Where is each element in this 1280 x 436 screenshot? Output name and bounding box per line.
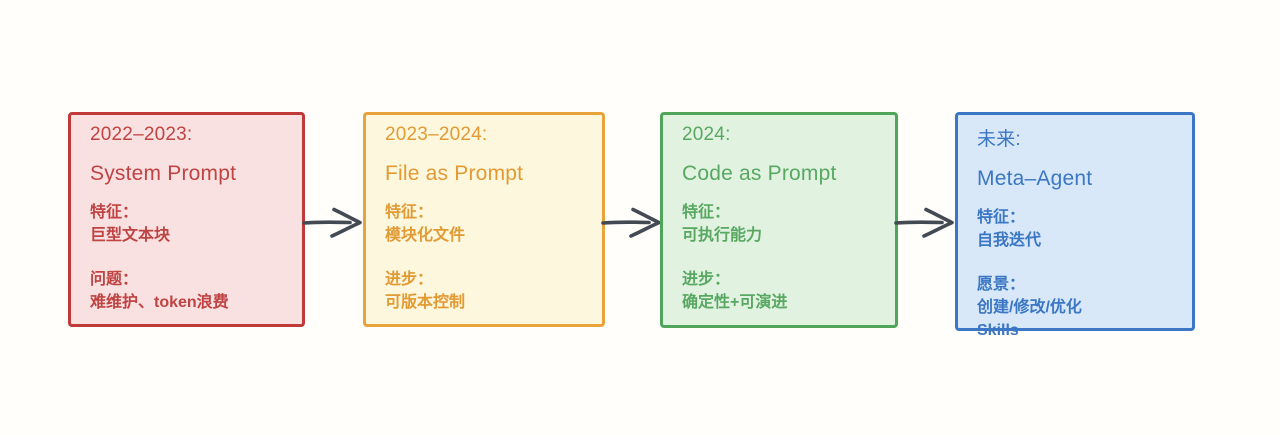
- section-label: 进步：: [385, 271, 434, 288]
- section-value: 创建/修改/优化 Skills: [977, 299, 1082, 339]
- stage-section-features: 特征： 可执行能力: [682, 201, 876, 247]
- section-label: 特征：: [385, 204, 434, 221]
- section-value: 可执行能力: [682, 227, 763, 244]
- stage-card-meta-agent: 未来: Meta–Agent 特征： 自我迭代 愿景： 创建/修改/优化 Ski…: [955, 112, 1195, 339]
- stage-title: File as Prompt: [385, 162, 524, 185]
- flow-arrow-1: [302, 207, 362, 238]
- stage-section-progress: 进步： 确定性+可演进: [682, 268, 876, 314]
- arrow-shaft: [302, 220, 352, 225]
- stage-title: Code as Prompt: [682, 162, 837, 185]
- stage-section-problems: 问题： 难维护、token浪费: [90, 268, 283, 314]
- stage-section-progress: 进步： 可版本控制: [385, 268, 583, 314]
- arrow-head: [330, 207, 362, 238]
- section-label: 特征：: [977, 209, 1026, 226]
- stage-title: Meta–Agent: [977, 167, 1093, 190]
- stage-title: System Prompt: [90, 162, 237, 185]
- stage-era: 2024:: [682, 124, 731, 145]
- stage-card-system-prompt: 2022–2023: System Prompt 特征： 巨型文本块 问题： 难…: [68, 112, 305, 327]
- arrow-head: [629, 207, 661, 238]
- flow-arrow-2: [601, 207, 661, 238]
- arrow-shaft: [601, 220, 651, 225]
- stage-section-vision: 愿景： 创建/修改/优化 Skills: [977, 273, 1173, 342]
- section-value: 确定性+可演进: [682, 294, 788, 311]
- section-label: 问题：: [90, 271, 139, 288]
- stage-section-features: 特征： 巨型文本块: [90, 201, 283, 247]
- section-value: 巨型文本块: [90, 227, 171, 244]
- stage-section-features: 特征： 自我迭代: [977, 206, 1173, 252]
- section-value: 可版本控制: [385, 294, 466, 311]
- stage-era: 2022–2023:: [90, 124, 193, 145]
- section-label: 愿景：: [977, 276, 1026, 293]
- stage-era: 2023–2024:: [385, 124, 488, 145]
- section-value: 自我迭代: [977, 232, 1042, 249]
- section-label: 特征：: [90, 204, 139, 221]
- section-label: 特征：: [682, 204, 731, 221]
- stage-section-features: 特征： 模块化文件: [385, 201, 583, 247]
- stage-card-file-as-prompt: 2023–2024: File as Prompt 特征： 模块化文件 进步： …: [363, 112, 605, 327]
- arrow-head: [922, 207, 954, 238]
- section-label: 进步：: [682, 271, 731, 288]
- flow-arrow-3: [894, 207, 954, 238]
- section-value: 难维护、token浪费: [90, 294, 229, 311]
- section-value: 模块化文件: [385, 227, 466, 244]
- stage-era: 未来:: [977, 129, 1021, 150]
- stage-card-code-as-prompt: 2024: Code as Prompt 特征： 可执行能力 进步： 确定性+可…: [660, 112, 898, 328]
- arrow-shaft: [894, 220, 944, 225]
